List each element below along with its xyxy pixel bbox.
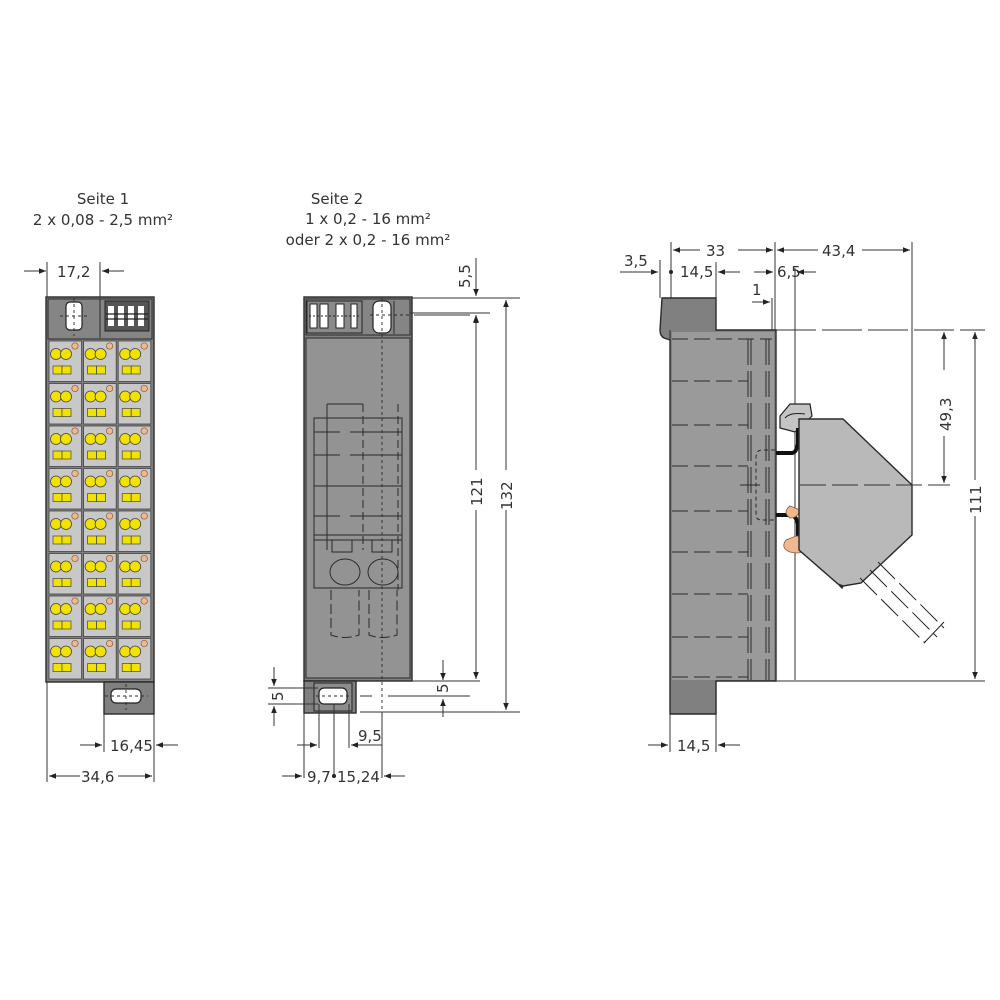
dim-side2-inner-height: 121 xyxy=(468,315,486,679)
side1-caption-wire: 2 x 0,08 - 2,5 mm² xyxy=(33,211,173,229)
svg-text:34,6: 34,6 xyxy=(81,768,114,786)
side2-view: Seite 2 1 x 0,2 - 16 mm² oder 2 x 0,2 - … xyxy=(268,190,520,786)
dim-side2-hole-height-left: 5 xyxy=(268,667,318,726)
svg-text:33: 33 xyxy=(706,242,725,260)
terminal-cell xyxy=(48,383,82,425)
svg-text:5: 5 xyxy=(434,683,452,693)
terminal-cell xyxy=(117,340,152,382)
svg-text:3,5: 3,5 xyxy=(624,252,648,270)
dim-profile-rail-width: 14,5 xyxy=(680,263,773,281)
dim-side2-total-height: 132 xyxy=(498,300,516,710)
terminal-cell xyxy=(48,425,82,467)
dim-profile-lip: 1 xyxy=(752,281,770,305)
svg-text:14,5: 14,5 xyxy=(677,737,710,755)
svg-text:15,24: 15,24 xyxy=(337,768,380,786)
terminal-cell xyxy=(83,383,117,425)
svg-text:1: 1 xyxy=(752,281,762,299)
profile-clip-module xyxy=(776,403,950,644)
svg-text:16,45: 16,45 xyxy=(110,737,153,755)
terminal-cell xyxy=(117,468,152,510)
side1-terminal-grid xyxy=(48,340,152,680)
side1-view: Seite 1 2 x 0,08 - 2,5 mm² 17,2 xyxy=(24,190,178,786)
dim-profile-gap: 6,5 xyxy=(777,263,816,281)
terminal-cell xyxy=(48,638,82,680)
svg-text:6,5: 6,5 xyxy=(777,263,801,281)
dim-side2-hole-height-right: 5 xyxy=(360,660,470,717)
dim-side1-top-width: 17,2 xyxy=(24,262,124,298)
dim-side1-total-width: 34,6 xyxy=(46,682,152,786)
side1-caption-title: Seite 1 xyxy=(77,190,129,208)
profile-view: 33 43,4 3,5 14,5 6,5 1 xyxy=(620,242,985,755)
svg-text:9,7: 9,7 xyxy=(307,768,331,786)
svg-text:5: 5 xyxy=(269,691,287,701)
terminal-cell xyxy=(83,468,117,510)
terminal-cell xyxy=(117,383,152,425)
dim-profile-total-height: 111 xyxy=(967,332,985,679)
terminal-cell xyxy=(83,340,117,382)
svg-text:5,5: 5,5 xyxy=(456,264,474,288)
terminal-cell xyxy=(83,553,117,595)
svg-text:14,5: 14,5 xyxy=(680,263,713,281)
terminal-cell xyxy=(117,638,152,680)
dim-profile-center-height: 49,3 xyxy=(937,332,955,483)
svg-text:132: 132 xyxy=(498,481,516,510)
terminal-cell xyxy=(117,425,152,467)
module-body xyxy=(798,418,913,590)
terminal-cell xyxy=(48,510,82,552)
terminal-cell xyxy=(48,595,82,637)
dim-side1-foot-width: 16,45 xyxy=(80,714,178,782)
terminal-cell xyxy=(117,510,152,552)
dim-side2-hole-offset: 9,5 xyxy=(297,727,382,748)
dim-profile-depth: 33 xyxy=(673,242,773,260)
svg-text:111: 111 xyxy=(967,485,985,514)
profile-hidden-lines xyxy=(672,338,775,680)
dim-profile-foot-width: 14,5 xyxy=(648,714,740,755)
dim-profile-module-depth: 43,4 xyxy=(777,242,910,260)
dim-profile-left-offset: 3,5 xyxy=(620,252,673,275)
terminal-cell xyxy=(117,553,152,595)
side2-caption-title: Seite 2 xyxy=(311,190,363,208)
terminal-cell xyxy=(48,553,82,595)
side1-top-connector xyxy=(104,300,150,332)
terminal-cell xyxy=(117,595,152,637)
side2-top-connector xyxy=(306,300,363,334)
svg-text:49,3: 49,3 xyxy=(937,398,955,431)
dim-side2-top-offset: 5,5 xyxy=(456,258,479,330)
terminal-cell xyxy=(83,425,117,467)
terminal-cell xyxy=(83,595,117,637)
side2-caption-wire2: oder 2 x 0,2 - 16 mm² xyxy=(286,231,451,249)
dim-side2-pitch: 9,7 15,24 xyxy=(282,768,405,786)
terminal-cell xyxy=(83,638,117,680)
terminal-cell xyxy=(83,510,117,552)
svg-text:43,4: 43,4 xyxy=(822,242,855,260)
svg-text:121: 121 xyxy=(468,477,486,506)
svg-text:17,2: 17,2 xyxy=(57,263,90,281)
svg-text:9,5: 9,5 xyxy=(358,727,382,745)
side2-caption-wire1: 1 x 0,2 - 16 mm² xyxy=(305,210,431,228)
side2-internal-outline xyxy=(313,403,403,638)
terminal-cell xyxy=(48,468,82,510)
terminal-cell xyxy=(48,340,82,382)
